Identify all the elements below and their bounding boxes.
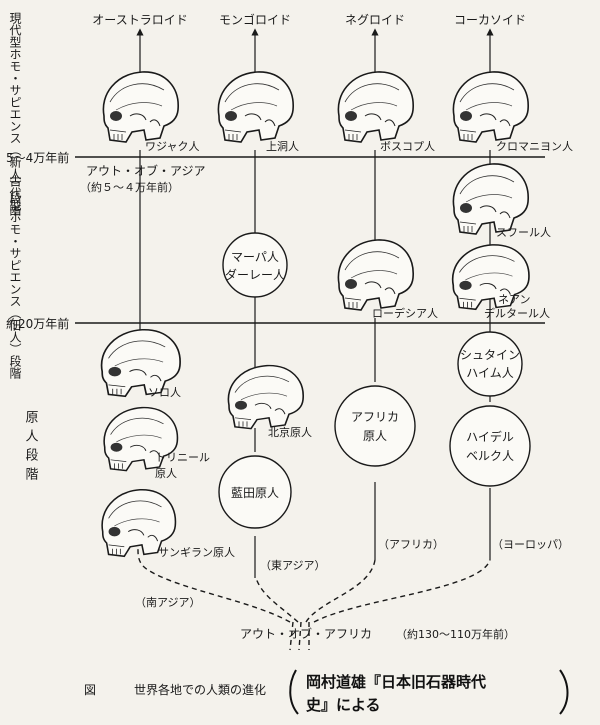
time-label-20man: 約20万年前 (6, 316, 69, 331)
fossil-label-sangiran: サンギラン原人 (158, 546, 235, 559)
out-of-africa-label: アウト・オブ・アフリカ (240, 626, 372, 641)
stage-label-archaic: 古代型ホモ・サピエンス（旧人）段階 (8, 174, 22, 380)
figure-caption: 世界各地での人類の進化 (134, 682, 266, 697)
source-note-line2: 史』による (306, 696, 381, 714)
fossil-label-neanderthal-2: デルタール人 (484, 306, 550, 320)
region-label-south-asia: （南アジア） (135, 596, 201, 609)
circle-label-mapa-1: マーパ人 (231, 250, 279, 264)
circle-lantian (218, 455, 292, 529)
fossil-label-trinil-1: トリニール (155, 451, 210, 464)
circle-label-steinheim-2: ハイム人 (466, 366, 514, 380)
group-label-mongoloid: モンゴロイド (219, 12, 291, 27)
fossil-label-peking: 北京原人 (268, 425, 312, 439)
dashed-root (289, 621, 310, 651)
region-label-east-asia: （東アジア） (260, 559, 326, 572)
fossil-label-cromagnon: クロマニヨン人 (496, 140, 573, 153)
region-label-europe: （ヨーロッパ） (492, 538, 569, 551)
group-label-australoid: オーストラロイド (92, 13, 187, 27)
fossil-label-rhodesia: ローデシア人 (372, 306, 438, 320)
skull-peking (227, 364, 304, 430)
group-label-negroid: ネグロイド (345, 13, 405, 27)
handwriting-bracket-left (289, 669, 299, 715)
skull-rhodesia (337, 239, 414, 311)
time-label-5-4man: 5～4万年前 (6, 150, 69, 165)
skull-skhul (452, 163, 529, 235)
out-of-asia-date: （約５～４万年前） (80, 180, 179, 194)
circle-label-lantian: 藍田原人 (231, 486, 279, 500)
circle-label-steinheim-1: シュタイン (460, 348, 520, 362)
handwriting-bracket-right (559, 669, 569, 715)
stage-label-modern: 現代型ホモ・サピエンス（新人）段階 (8, 12, 22, 217)
fossil-label-neanderthal-1: ネアン (498, 293, 531, 306)
stage-label-erectus: 原人段階 (23, 410, 39, 486)
circle-label-mapa-2: ダーレー人 (225, 267, 285, 282)
circle-mapa (222, 232, 288, 298)
out-of-africa-date: （約130～110万年前） (396, 627, 515, 641)
fossil-label-upper-cave: 上洞人 (266, 140, 299, 153)
skull-wajak (102, 71, 179, 143)
skull-cromagnon (452, 71, 529, 143)
fossil-label-trinil-2: 原人 (155, 467, 177, 480)
out-of-asia-label: アウト・オブ・アジア (86, 163, 206, 178)
fossil-label-skhul: スフール人 (496, 226, 551, 239)
circle-label-heidelberg-2: ベルク人 (466, 449, 514, 463)
skull-upper-cave (217, 71, 294, 143)
circle-label-africa-1: アフリカ (351, 410, 399, 424)
circle-steinheim (457, 331, 523, 397)
skull-boskop (337, 71, 414, 143)
fossil-label-boskop: ボスコプ人 (380, 140, 435, 153)
circle-label-africa-2: 原人 (363, 429, 387, 443)
dashed-africa (305, 559, 376, 623)
source-note-line1: 岡村道雄『日本旧石器時代 (306, 673, 486, 691)
fossil-label-wajak: ワジャク人 (145, 140, 199, 153)
dashed-south-asia (137, 519, 291, 623)
circle-heidelberg (449, 405, 531, 487)
circle-africa (334, 385, 416, 467)
figure-label: 図 (84, 683, 96, 697)
dashed-east-asia (255, 577, 299, 623)
fossil-label-solo: ソロ人 (148, 386, 181, 399)
dashed-europe (313, 559, 491, 623)
region-label-africa: （アフリカ） (378, 538, 444, 551)
group-label-caucasoid: コーカソイド (454, 13, 526, 27)
circle-label-heidelberg-1: ハイデル (466, 429, 514, 444)
